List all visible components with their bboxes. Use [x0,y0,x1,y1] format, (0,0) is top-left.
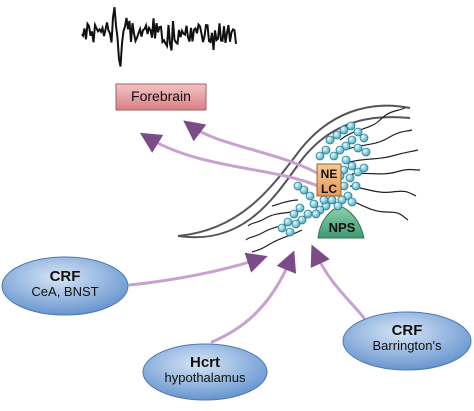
neuron-bead [335,145,345,155]
brainstem-outline-lower [177,116,411,239]
neuron-bead [347,135,357,145]
ne-lc-box [316,163,342,197]
neuron-bead [325,135,335,145]
brainstem-outline-upper [177,104,411,237]
arrow-lc-to-forebrain-right [183,120,328,180]
neuron-bead [299,185,309,195]
crf-barrington-title: CRF [391,322,423,339]
neuron-bead [346,121,356,131]
neuron-bead [297,215,307,225]
neuron-bead [347,161,357,171]
lc-label: LC [321,182,337,196]
neuron-bead [359,133,369,143]
eeg-trace [81,7,237,67]
hcrt-node: Hcrt hypothalamus [145,354,265,386]
neuron-bead [341,155,351,165]
forebrain-label: Forebrain [131,88,191,104]
crf-cea-ellipse [1,256,129,316]
crf-barrington-node: CRF Barrington's [345,322,469,354]
neuron-bead [353,167,363,177]
hcrt-ellipse [142,343,268,401]
neuron-bead [332,130,342,140]
neuron-bead [359,163,369,173]
neuron-bead [305,191,315,201]
ne-label: NE [321,167,338,181]
forebrain-box [115,83,207,111]
arrow-hcrt-to-lc [210,250,297,344]
neuron-bead [283,217,293,227]
neuron-bead [291,219,301,229]
neuron-bead [329,151,339,161]
crf-cea-subtitle: CeA, BNST [31,284,99,300]
neuron-bead [347,197,357,207]
hcrt-title: Hcrt [189,354,220,371]
neuron-bead [337,195,347,205]
arrow-crf-cea-to-lc [128,252,268,287]
neuron-bead [343,191,353,201]
hcrt-subtitle: hypothalamus [164,370,246,386]
crf-cea-title: CRF [49,268,81,285]
neuron-bead [361,147,371,157]
crf-barrington-subtitle: Barrington's [372,338,442,354]
neuron-bead [293,181,303,191]
crf-barrington-ellipse [342,311,472,371]
neuron-bead [311,209,321,219]
neuron-bead [295,203,305,213]
neuron-bead [341,141,351,151]
neuron-bead [353,127,363,137]
neuron-bead [351,181,361,191]
neuron-bead [309,199,319,209]
nps-label: NPS [329,220,356,235]
neuron-bead [289,209,299,219]
neuron-bead [345,173,355,183]
neuron-bead [353,143,363,153]
neuron-bead [285,227,295,237]
neuron-bead [319,195,329,205]
arrow-lc-to-forebrain-left [139,132,320,188]
neuron-bead [315,151,325,161]
neuron-bead [327,195,337,205]
neuron-bead [321,145,331,155]
crf-cea-node: CRF CeA, BNST [5,268,125,300]
projection-arrows [128,120,366,344]
neuron-bead [303,209,313,219]
neuron-bead [339,125,349,135]
neuron-bead [333,201,343,211]
arrow-crf-barrington-to-lc [310,244,366,320]
neuron-bead [277,223,287,233]
